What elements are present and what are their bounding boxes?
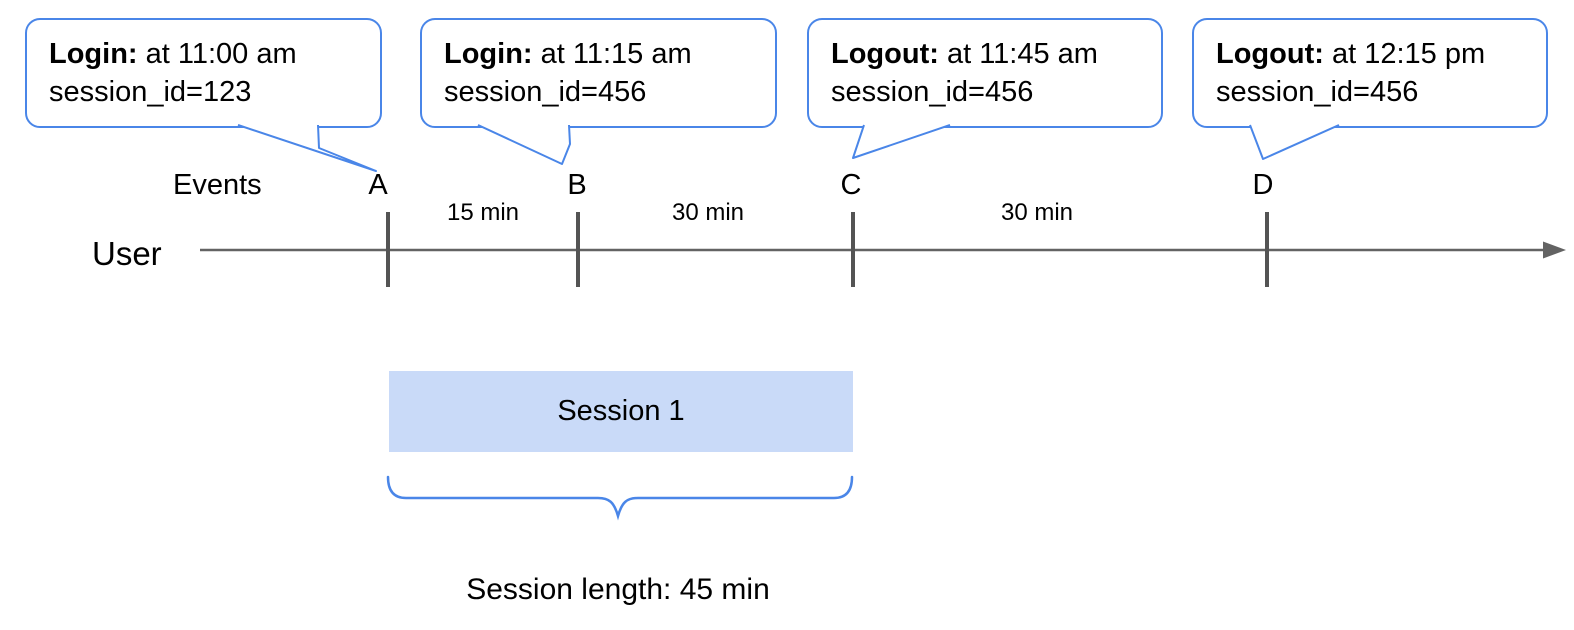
interval-label-bc: 30 min (671, 199, 745, 226)
timeline-arrowhead-icon (1543, 241, 1566, 259)
user-row-label: User (92, 235, 162, 272)
session-length-label: Session length: 45 min (466, 573, 770, 606)
callout-login-a: Login: at 11:00 am session_id=123 (25, 18, 382, 128)
callout-event-line: Logout: at 12:15 pm (1216, 35, 1536, 73)
callout-logout-c: Logout: at 11:45 am session_id=456 (807, 18, 1163, 128)
callout-event-type: Logout: (831, 38, 939, 70)
tick-label-c: C (840, 169, 862, 201)
interval-label-ab: 15 min (446, 199, 520, 226)
tick-label-d: D (1252, 169, 1274, 201)
callout-session-id: session_id=456 (444, 76, 647, 108)
callout-login-b: Login: at 11:15 am session_id=456 (420, 18, 777, 128)
session-1-box: Session 1 (389, 371, 853, 452)
callout-event-type: Login: (444, 38, 533, 70)
interval-label-cd: 30 min (1000, 199, 1074, 226)
tick-label-b: B (567, 169, 587, 201)
tick-label-a: A (368, 169, 388, 201)
callout-event-type: Logout: (1216, 38, 1324, 70)
callout-event-time: at 12:15 pm (1331, 38, 1486, 70)
session-1-label: Session 1 (557, 395, 685, 427)
callout-event-line: Logout: at 11:45 am (831, 35, 1151, 73)
events-row-label: Events (173, 169, 262, 201)
callout-session-id: session_id=456 (831, 76, 1034, 108)
callout-tail-c (852, 124, 951, 159)
callout-session-id: session_id=456 (1216, 76, 1419, 108)
callout-event-time: at 11:45 am (946, 38, 1098, 70)
callout-session-id: session_id=123 (49, 76, 252, 108)
callout-event-time: at 11:15 am (540, 38, 692, 70)
callout-event-line: Login: at 11:00 am (49, 35, 370, 73)
callout-event-time: at 11:00 am (145, 38, 297, 70)
callout-tail-d (1249, 124, 1340, 160)
callout-tail-b (477, 124, 571, 165)
session-length-brace (386, 475, 854, 521)
callout-tail-a (237, 124, 377, 172)
callout-event-line: Login: at 11:15 am (444, 35, 765, 73)
callout-event-type: Login: (49, 38, 138, 70)
callout-logout-d: Logout: at 12:15 pm session_id=456 (1192, 18, 1548, 128)
